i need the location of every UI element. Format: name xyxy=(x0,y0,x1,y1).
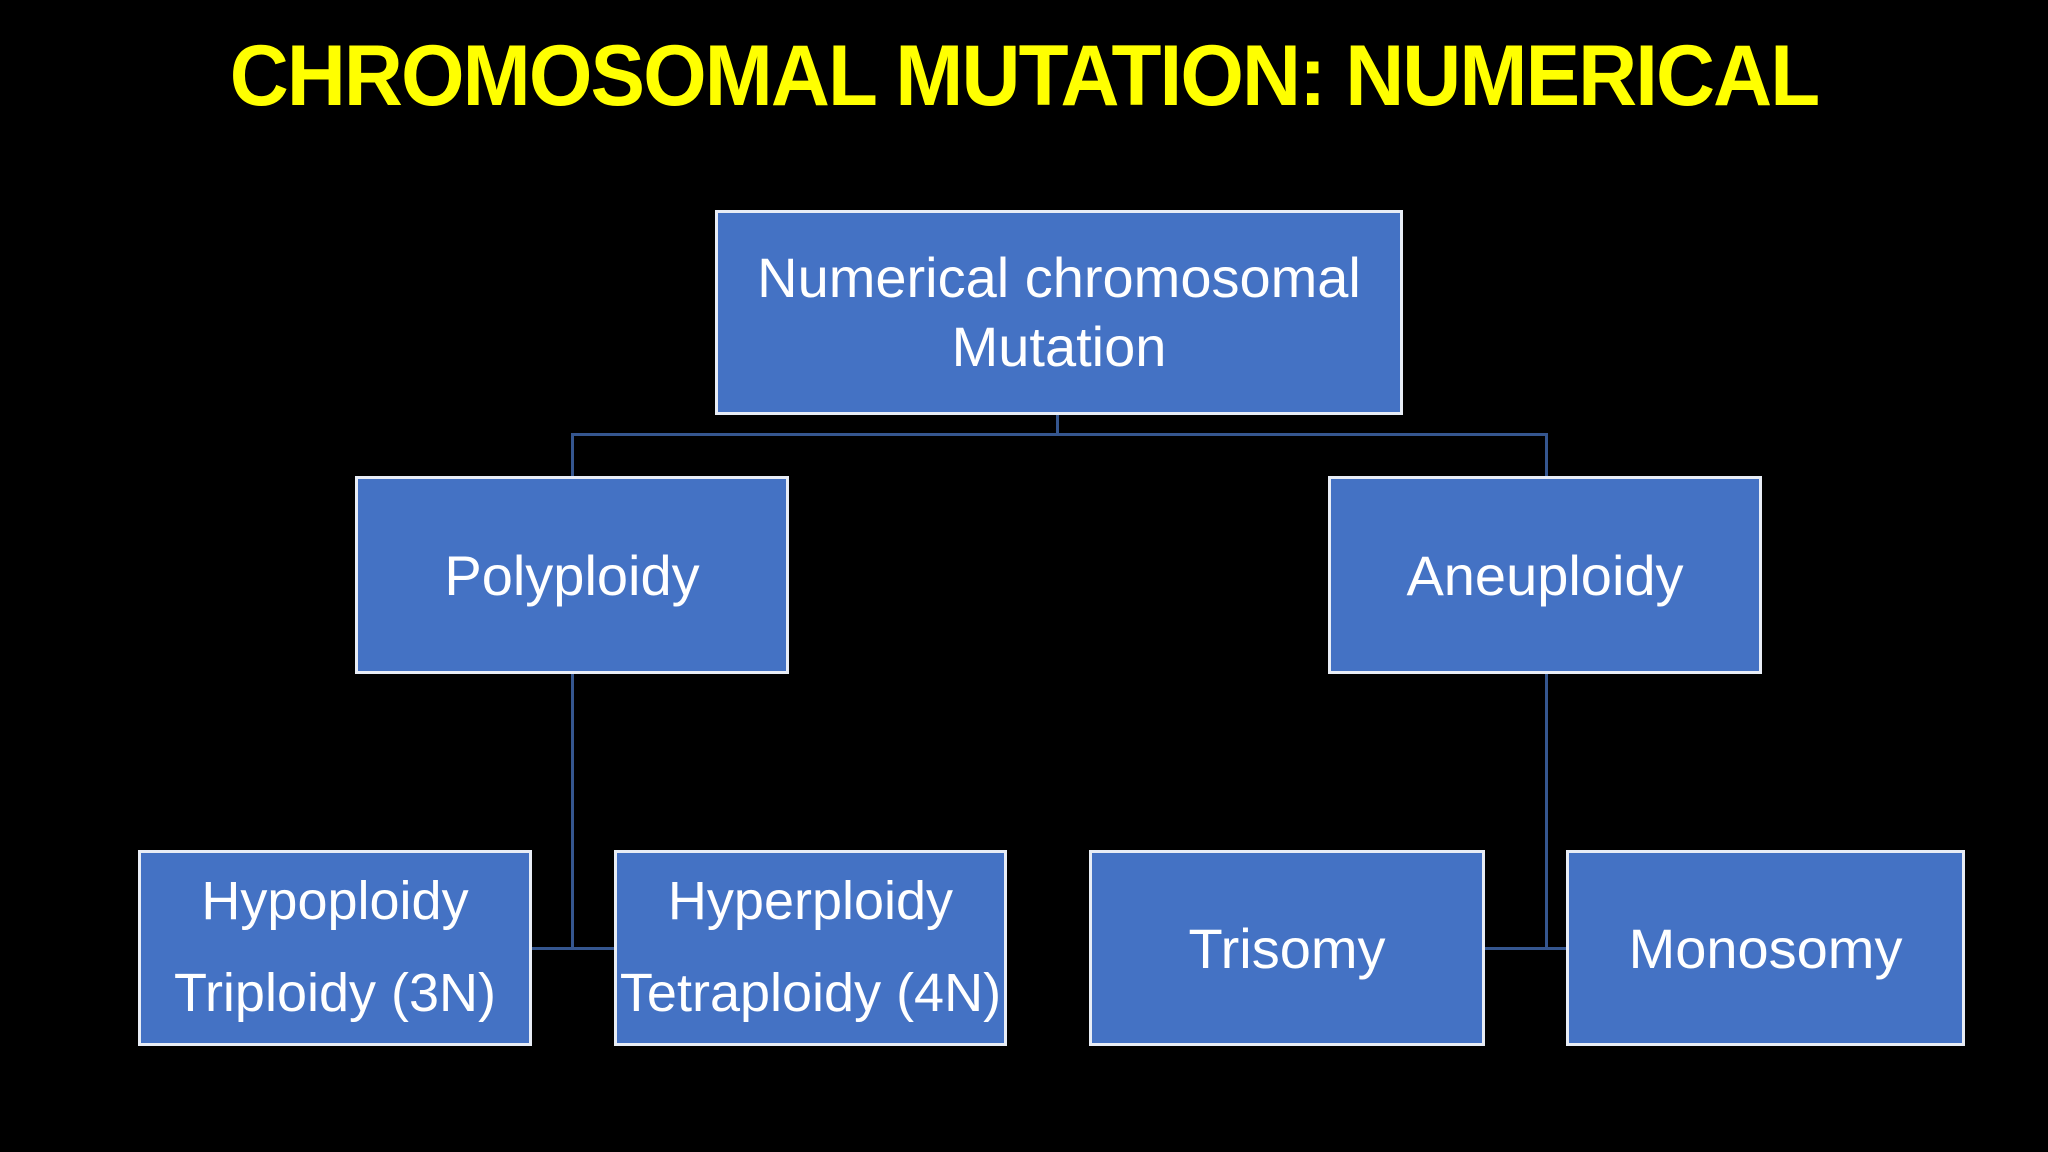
node-root-label-line1: Numerical chromosomal xyxy=(757,246,1361,310)
diagram-node-polyploidy: Polyploidy xyxy=(355,476,789,674)
node-root-label-line2: Mutation xyxy=(951,314,1167,378)
connector-hypoploidy-hyperploidy xyxy=(530,947,616,950)
diagram-node-monosomy: Monosomy xyxy=(1566,850,1965,1046)
diagram-node-aneuploidy: Aneuploidy xyxy=(1328,476,1762,674)
node-trisomy-label: Trisomy xyxy=(1188,916,1386,980)
connector-trisomy-monosomy xyxy=(1483,947,1568,950)
connector-root-stub xyxy=(1056,413,1059,435)
diagram-node-hyperploidy: Hyperploidy Tetraploidy (4N) xyxy=(614,850,1007,1046)
node-hypoploidy-label-line2: Triploidy (3N) xyxy=(173,963,497,1023)
node-aneuploidy-label: Aneuploidy xyxy=(1406,543,1684,607)
node-polyploidy-label: Polyploidy xyxy=(444,543,700,607)
diagram-node-trisomy: Trisomy xyxy=(1089,850,1485,1046)
node-hyperploidy-label-line2: Tetraploidy (4N) xyxy=(619,963,1002,1023)
slide-title: CHROMOSOMAL MUTATION: NUMERICAL xyxy=(229,28,1820,124)
connector-polyploidy-to-children xyxy=(571,672,574,949)
connector-rail-to-aneuploidy xyxy=(1545,433,1548,478)
node-hypoploidy-label-line1: Hypoploidy xyxy=(201,871,469,932)
connector-level2-rail xyxy=(571,433,1548,436)
node-hyperploidy-label-line1: Hyperploidy xyxy=(667,871,954,932)
diagram-node-hypoploidy: Hypoploidy Triploidy (3N) xyxy=(138,850,532,1046)
connector-rail-to-polyploidy xyxy=(571,433,574,478)
diagram-node-root: Numerical chromosomal Mutation xyxy=(715,210,1403,415)
node-monosomy-label: Monosomy xyxy=(1628,916,1903,980)
connector-aneuploidy-to-children xyxy=(1545,672,1548,949)
